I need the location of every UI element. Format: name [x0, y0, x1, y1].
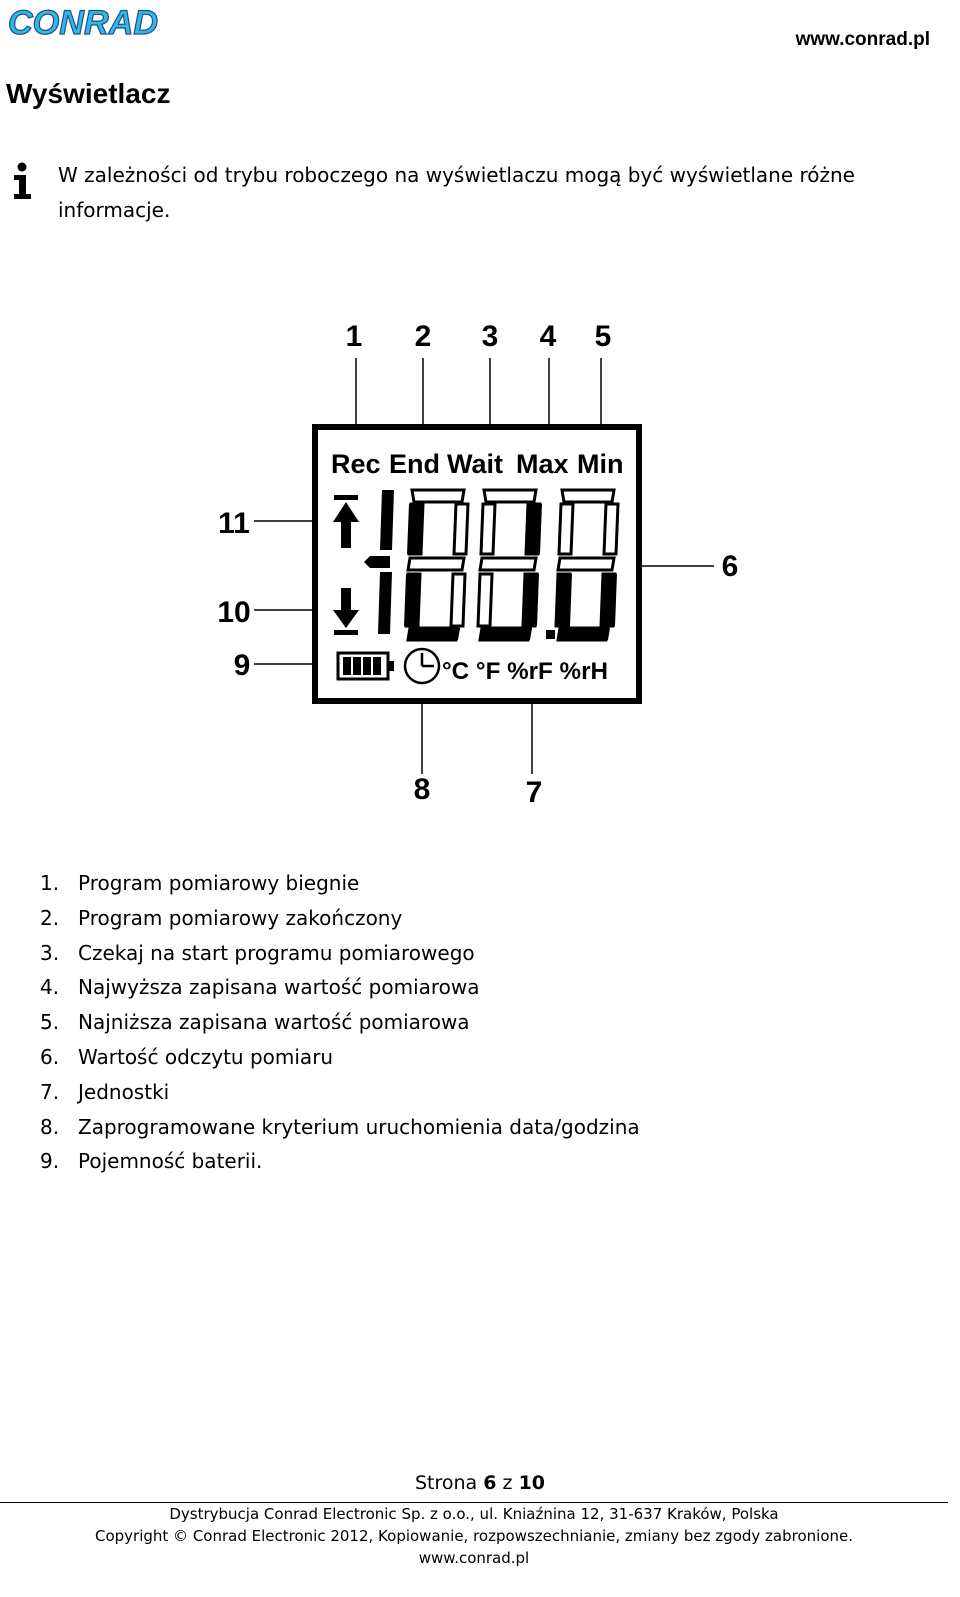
info-note: W zależności od trybu roboczego na wyświ…	[58, 163, 855, 222]
list-item: 2.Program pomiarowy zakończony	[40, 905, 403, 930]
footer-url[interactable]: www.conrad.pl	[418, 1549, 530, 1567]
lcd-label-wait: Wait	[447, 449, 503, 479]
page-title: Wyświetlacz	[6, 78, 171, 109]
clock-icon	[403, 647, 441, 685]
conrad-logo: CONRAD	[7, 3, 158, 42]
callout-3: 3	[482, 320, 499, 353]
up-arrow-icon	[333, 495, 359, 548]
callout-9: 9	[234, 649, 251, 682]
callout-5: 5	[595, 320, 612, 353]
callout-11: 11	[218, 507, 250, 540]
lcd-label-end: End	[389, 449, 440, 479]
site-url[interactable]: www.conrad.pl	[795, 29, 930, 50]
callout-4: 4	[540, 320, 557, 353]
lcd-label-max: Max	[516, 449, 569, 479]
list-item: 6.Wartość odczytu pomiaru	[40, 1044, 334, 1069]
minus-segment	[364, 556, 390, 568]
list-item: 1.Program pomiarowy biegnie	[40, 871, 360, 895]
lcd-label-rec: Rec	[331, 449, 381, 479]
battery-icon	[336, 651, 394, 681]
list-item: 4.Najwyższa zapisana wartość pomiarowa	[40, 975, 480, 1000]
callout-1: 1	[346, 320, 363, 353]
callout-6: 6	[722, 550, 739, 583]
legend-list: 1.Program pomiarowy biegnie 2.Program po…	[40, 866, 640, 1179]
info-icon	[14, 162, 31, 199]
lcd-label-min: Min	[577, 449, 624, 479]
list-item: 7.Jednostki	[40, 1079, 170, 1104]
list-item: 8.Zaprogramowane kryterium uruchomienia …	[40, 1114, 640, 1139]
footer: Dystrybucja Conrad Electronic Sp. z o.o.…	[0, 1503, 948, 1569]
list-item: 5.Najniższa zapisana wartość pomiarowa	[40, 1010, 470, 1035]
footer-divider	[0, 1502, 948, 1503]
page-number: Strona 6 z 10	[414, 1472, 546, 1494]
list-item: 9.Pojemność baterii.	[40, 1149, 263, 1174]
lcd-units-label: °C °F %rF %rH	[442, 658, 608, 685]
logo-text: CONRAD	[8, 4, 158, 42]
down-arrow-icon	[333, 588, 359, 635]
callout-8: 8	[414, 773, 431, 806]
lcd-diagram: 1 2 3 4 5 6 7 8 9 10 11 Rec End Wait Max…	[218, 320, 739, 809]
footer-copyright: Copyright © Conrad Electronic 2012, Kopi…	[95, 1527, 853, 1545]
footer-address: Dystrybucja Conrad Electronic Sp. z o.o.…	[169, 1505, 779, 1523]
callout-10: 10	[218, 596, 251, 629]
digit-one	[378, 490, 394, 634]
callout-2: 2	[415, 320, 432, 353]
callout-7: 7	[526, 776, 543, 809]
decimal-point	[546, 630, 555, 639]
list-item: 3.Czekaj na start programu pomiarowego	[40, 940, 475, 965]
